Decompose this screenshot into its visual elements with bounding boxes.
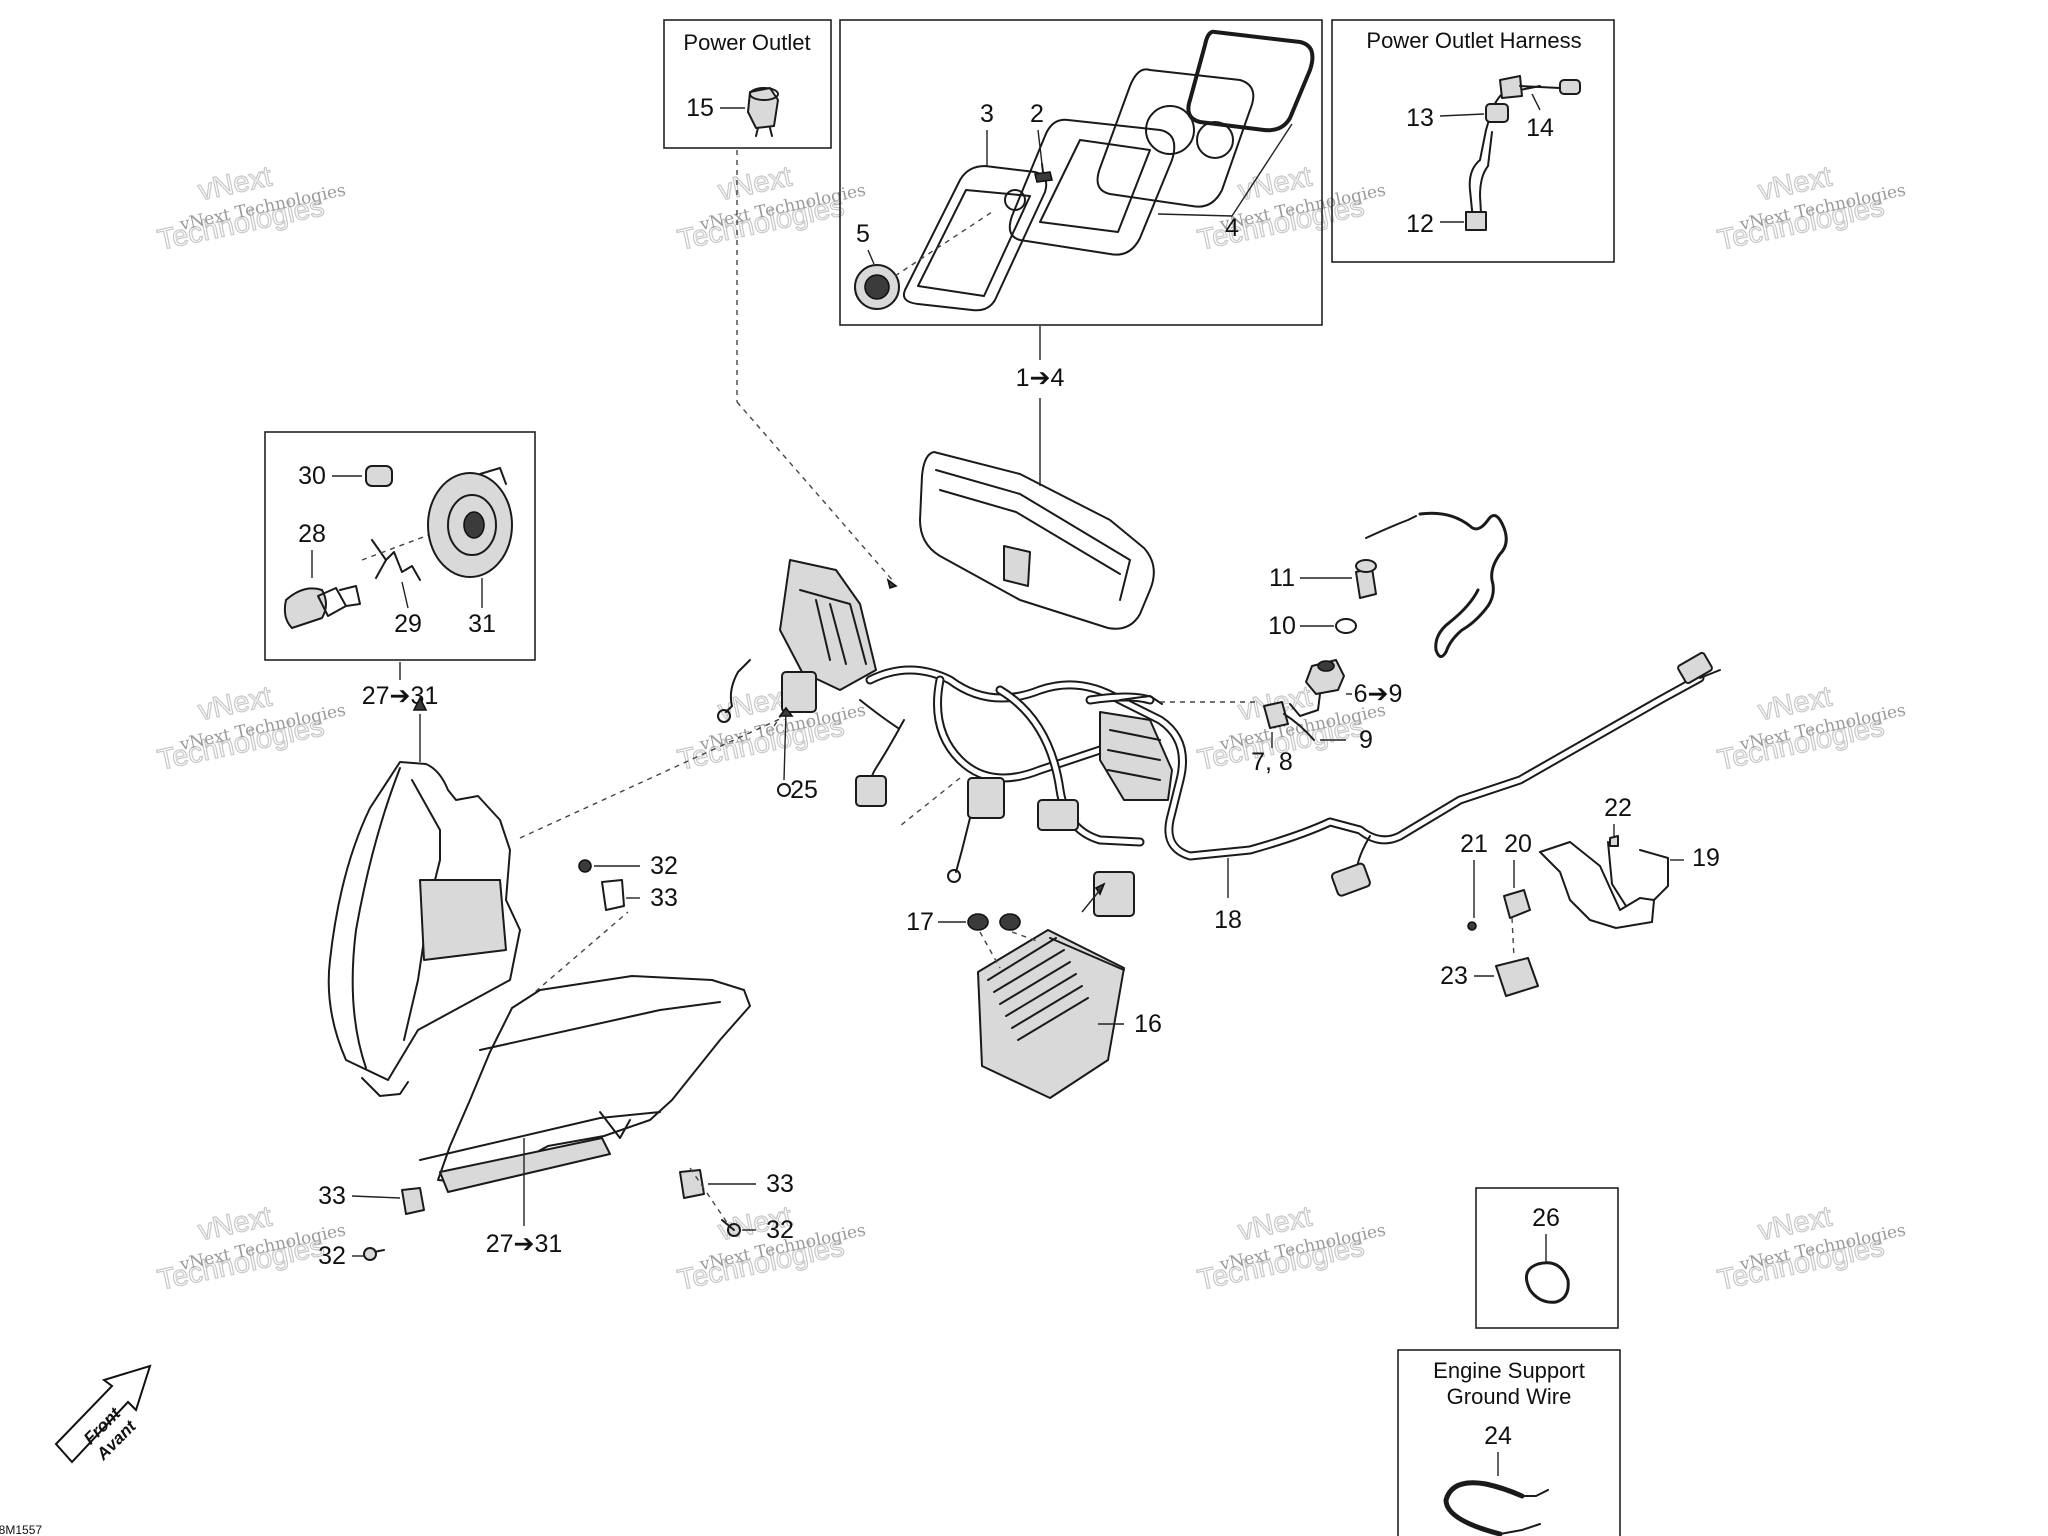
- headlight-bulb-box: 30 28 29 31: [264, 431, 536, 661]
- switch-connector-part: [1263, 701, 1315, 741]
- callout-29: 29: [394, 610, 422, 638]
- instrument-cluster-part: [919, 451, 1155, 630]
- callout-27-31-top: 27➔31: [362, 682, 439, 710]
- footer-code: 38M1557: [0, 1523, 42, 1536]
- callout-31: 31: [468, 610, 496, 638]
- callout-3: 3: [980, 100, 994, 128]
- callout-16: 16: [1134, 1010, 1162, 1038]
- power-outlet-box: Power Outlet 15: [663, 19, 832, 149]
- ground-wire-box: Engine Support Ground Wire 24: [1397, 1349, 1621, 1536]
- callout-32-top: 32: [650, 852, 678, 880]
- gauge-face-part: [1096, 68, 1255, 208]
- callout-26: 26: [1532, 1204, 1560, 1232]
- callout-23-right: 23: [1440, 962, 1468, 990]
- clip-20-part: [1503, 889, 1531, 919]
- power-outlet-harness-title: Power Outlet Harness: [1366, 28, 1581, 53]
- screw-part: [1034, 163, 1053, 183]
- voltage-regulator-part: [977, 929, 1125, 1099]
- bulb-cap-part: [365, 465, 393, 487]
- callout-7-8: 7, 8: [1251, 748, 1293, 776]
- tether-cord-part: [1355, 511, 1508, 658]
- bracket-part: [1539, 835, 1669, 929]
- callout-15: 15: [686, 94, 714, 122]
- callout-11: 11: [1269, 564, 1295, 592]
- callout-12: 12: [1406, 210, 1434, 238]
- callout-33-left: 33: [318, 1182, 346, 1210]
- fastener-32-top: [578, 859, 625, 911]
- callout-19: 19: [1692, 844, 1720, 872]
- screw-32-left: [363, 1247, 385, 1261]
- callout-33-right: 33: [766, 1170, 794, 1198]
- callout-10: 10: [1268, 612, 1296, 640]
- front-arrow-icon: Front Avant: [54, 1364, 152, 1464]
- callout-1-4: 1➔4: [1016, 364, 1065, 392]
- power-outlet-harness-part: [1465, 75, 1581, 231]
- callout-6-9: 6➔9: [1354, 680, 1403, 708]
- key-switch-part: [1289, 659, 1345, 717]
- screw-21-part: [1467, 921, 1477, 931]
- gauge-decal-part: [854, 264, 900, 310]
- clamp-box: 26: [1475, 1187, 1619, 1329]
- right-headlight-part: [419, 975, 751, 1193]
- nuts-part: [967, 913, 1021, 931]
- callout-33-top: 33: [650, 884, 678, 912]
- power-outlet-part: [747, 87, 779, 137]
- callout-2: 2: [1030, 100, 1044, 128]
- power-outlet-harness-box: Power Outlet Harness 13 14 12: [1331, 19, 1615, 263]
- headlight-cover-part: [427, 467, 513, 578]
- ground-wire-title-2: Ground Wire: [1447, 1384, 1572, 1409]
- callout-14: 14: [1526, 114, 1554, 142]
- callout-30: 30: [298, 462, 326, 490]
- callout-21: 21: [1460, 830, 1488, 858]
- washer-part: [1335, 618, 1357, 634]
- callout-20: 20: [1504, 830, 1532, 858]
- callout-5: 5: [856, 220, 870, 248]
- screw-32-right: [721, 1219, 741, 1237]
- gauge-box: 3 2 5 4: [839, 19, 1323, 326]
- clamp-part: [1524, 1261, 1570, 1304]
- wiring-harness-part: [717, 559, 1721, 917]
- gauge-seal-part: [1186, 29, 1315, 133]
- bulb-clip-part: [371, 539, 421, 581]
- gauge-housing-part: [1008, 118, 1176, 256]
- power-outlet-title: Power Outlet: [683, 30, 810, 55]
- fastener-33-right: [679, 1169, 705, 1199]
- callout-17: 17: [906, 908, 934, 936]
- callout-18: 18: [1214, 906, 1242, 934]
- connector-23-part: [1495, 957, 1539, 997]
- headlight-bulb-part: [283, 585, 361, 629]
- callout-28: 28: [298, 520, 326, 548]
- callout-22: 22: [1604, 794, 1632, 822]
- ground-wire-title-1: Engine Support: [1433, 1358, 1585, 1383]
- callout-24: 24: [1484, 1422, 1512, 1450]
- fastener-33-left: [401, 1187, 425, 1215]
- callout-25: 25: [790, 776, 818, 804]
- ground-wire-part: [1443, 1480, 1549, 1536]
- callout-32-right: 32: [766, 1216, 794, 1244]
- callout-9: 9: [1359, 726, 1373, 754]
- callout-4: 4: [1225, 214, 1239, 242]
- callout-13: 13: [1406, 104, 1434, 132]
- callout-32-left: 32: [318, 1242, 346, 1270]
- gauge-bezel-part: [902, 165, 1048, 312]
- left-headlight-part: [327, 761, 521, 1097]
- callout-27-31-bottom: 27➔31: [486, 1230, 563, 1258]
